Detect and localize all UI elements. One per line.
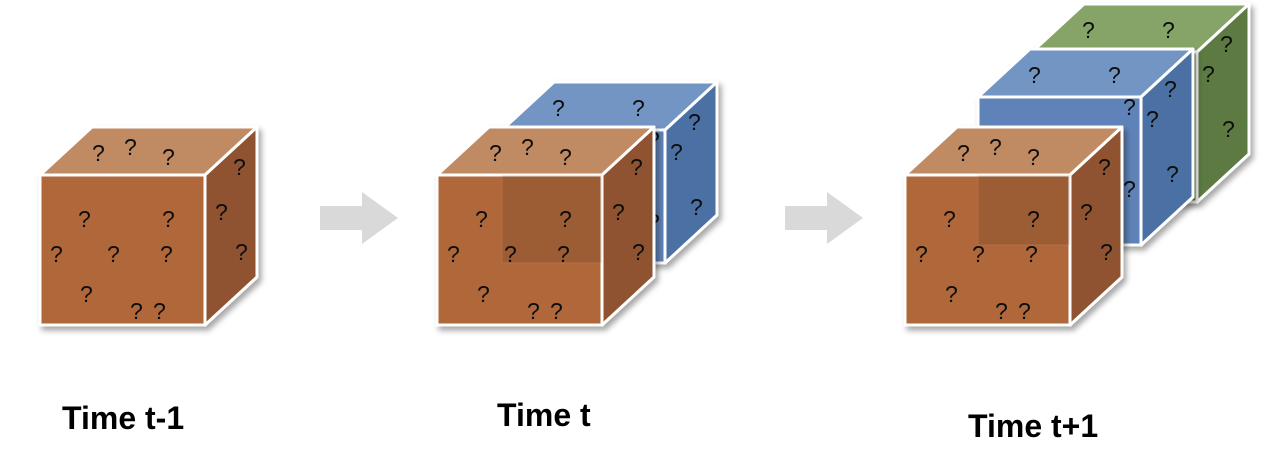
unknown-value-marker: ? <box>632 239 645 265</box>
unknown-value-marker: ? <box>989 134 1002 160</box>
unknown-value-marker: ? <box>475 206 488 232</box>
unknown-value-marker: ? <box>957 140 970 166</box>
unknown-value-marker: ? <box>1027 206 1040 232</box>
cube-orange-panel-3: ?????????????? <box>903 125 1124 327</box>
back-cube-ghost <box>501 174 603 264</box>
unknown-value-marker: ? <box>995 298 1008 324</box>
unknown-value-marker: ? <box>153 298 166 324</box>
unknown-value-marker: ? <box>557 241 570 267</box>
cube-orange-panel-1: ?????????????? <box>38 125 259 327</box>
unknown-value-marker: ? <box>688 109 701 135</box>
unknown-value-marker: ? <box>124 134 137 160</box>
unknown-value-marker: ? <box>80 281 93 307</box>
unknown-value-marker: ? <box>1146 106 1159 132</box>
cube-orange-panel-2: ?????????????? <box>435 125 656 327</box>
unknown-value-marker: ? <box>630 154 643 180</box>
caption-time-t-plus-1: Time t+1 <box>968 408 1099 444</box>
unknown-value-marker: ? <box>670 139 683 165</box>
unknown-value-marker: ? <box>50 241 63 267</box>
unknown-value-marker: ? <box>447 241 460 267</box>
unknown-value-marker: ? <box>559 206 572 232</box>
unknown-value-marker: ? <box>1123 176 1136 202</box>
cube-front-face <box>435 173 604 327</box>
unknown-value-marker: ? <box>1166 161 1179 187</box>
unknown-value-marker: ? <box>521 134 534 160</box>
unknown-value-marker: ? <box>477 281 490 307</box>
cubes-layer: ????????????????????????????????????????… <box>38 2 1251 327</box>
unknown-value-marker: ? <box>504 241 517 267</box>
unknown-value-marker: ? <box>972 241 985 267</box>
unknown-value-marker: ? <box>130 298 143 324</box>
unknown-value-marker: ? <box>1108 62 1121 88</box>
unknown-value-marker: ? <box>632 95 645 121</box>
unknown-value-marker: ? <box>1018 298 1031 324</box>
unknown-value-marker: ? <box>552 95 565 121</box>
unknown-value-marker: ? <box>1098 154 1111 180</box>
unknown-value-marker: ? <box>215 199 228 225</box>
unknown-value-marker: ? <box>527 298 540 324</box>
caption-time-t-minus-1: Time t-1 <box>62 400 185 436</box>
unknown-value-marker: ? <box>1202 61 1215 87</box>
arrow-2-icon <box>785 192 863 244</box>
unknown-value-marker: ? <box>1082 17 1095 43</box>
unknown-value-marker: ? <box>1222 116 1235 142</box>
unknown-value-marker: ? <box>92 140 105 166</box>
unknown-value-marker: ? <box>489 140 502 166</box>
unknown-value-marker: ? <box>162 206 175 232</box>
unknown-value-marker: ? <box>915 241 928 267</box>
unknown-value-marker: ? <box>690 194 703 220</box>
unknown-value-marker: ? <box>550 298 563 324</box>
unknown-value-marker: ? <box>160 241 173 267</box>
cube-front-face <box>38 173 207 327</box>
unknown-value-marker: ? <box>1164 76 1177 102</box>
back-cube-ghost <box>977 174 1071 246</box>
unknown-value-marker: ? <box>162 144 175 170</box>
unknown-value-marker: ? <box>612 199 625 225</box>
unknown-value-marker: ? <box>1100 239 1113 265</box>
cube-front-face <box>903 173 1072 327</box>
unknown-value-marker: ? <box>235 239 248 265</box>
unknown-value-marker: ? <box>943 206 956 232</box>
unknown-value-marker: ? <box>1123 94 1136 120</box>
arrows-layer <box>320 192 863 244</box>
caption-time-t: Time t <box>497 397 591 433</box>
unknown-value-marker: ? <box>1162 17 1175 43</box>
unknown-value-marker: ? <box>945 281 958 307</box>
unknown-value-marker: ? <box>78 206 91 232</box>
unknown-value-marker: ? <box>1027 144 1040 170</box>
unknown-value-marker: ? <box>1220 31 1233 57</box>
unknown-value-marker: ? <box>1025 241 1038 267</box>
unknown-value-marker: ? <box>1080 199 1093 225</box>
unknown-value-marker: ? <box>559 144 572 170</box>
unknown-value-marker: ? <box>1028 62 1041 88</box>
unknown-value-marker: ? <box>107 241 120 267</box>
arrow-1-icon <box>320 192 398 244</box>
unknown-value-marker: ? <box>233 154 246 180</box>
